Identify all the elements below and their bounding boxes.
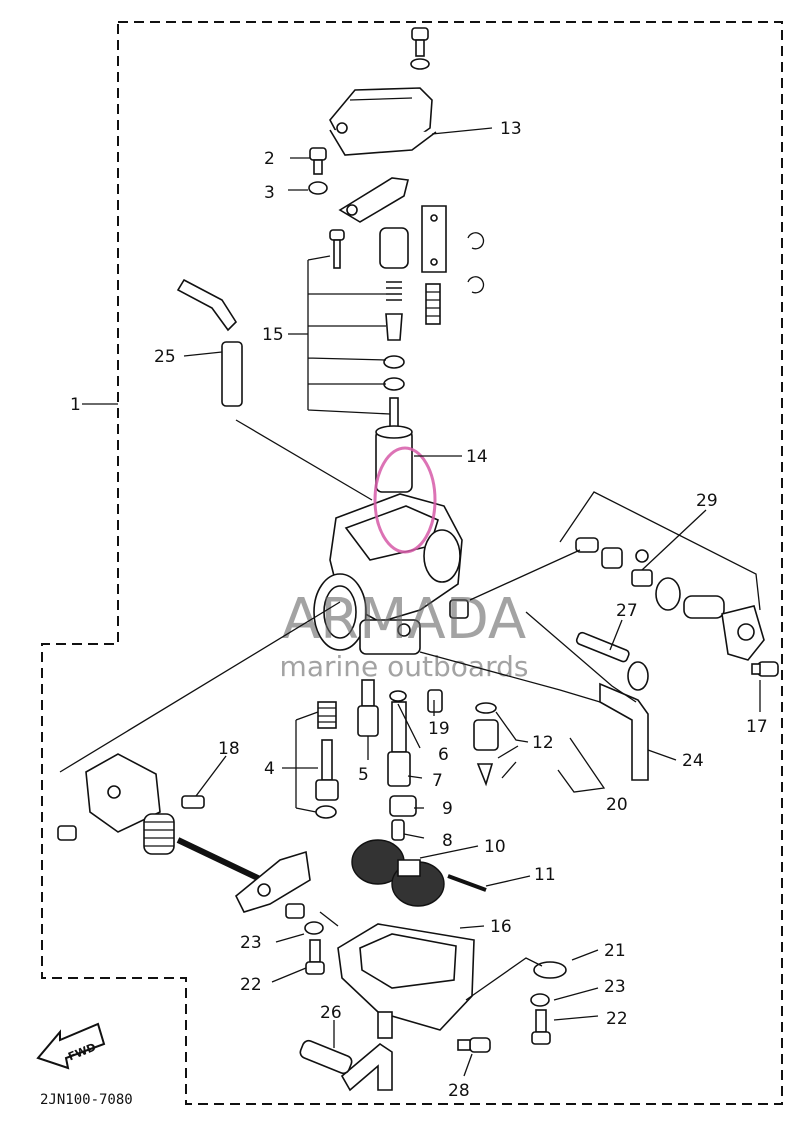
float-pin [447, 874, 487, 892]
pilot-screw-set [559, 491, 765, 661]
washer-3 [308, 181, 328, 195]
watermark-tagline: marine outboards [280, 650, 529, 683]
callout-7: 7 [432, 771, 443, 791]
hose-26 [299, 1039, 353, 1075]
callout-29: 29 [696, 491, 718, 511]
screw-28 [457, 1037, 491, 1053]
callout-2: 2 [264, 149, 275, 169]
callout-17: 17 [746, 717, 768, 737]
callout-4: 4 [264, 759, 275, 779]
spacer-23a [285, 903, 305, 919]
hose-25 [176, 278, 243, 407]
callout-23b: 23 [604, 977, 626, 997]
watermark-brand: ARMADA [282, 587, 526, 652]
callout-8: 8 [442, 831, 453, 851]
callout-26: 26 [320, 1003, 342, 1023]
callout-10: 10 [484, 837, 506, 857]
callout-19: 19 [428, 719, 450, 739]
callout-27: 27 [616, 601, 638, 621]
callout-22b: 22 [606, 1009, 628, 1029]
leader-lines [59, 127, 761, 1077]
screw-22a [305, 939, 325, 975]
callout-11: 11 [534, 865, 556, 885]
top-screw [410, 27, 430, 70]
callout-20: 20 [606, 795, 628, 815]
callout-13: 13 [500, 119, 522, 139]
callout-22a: 22 [240, 975, 262, 995]
drain-pipe-24 [599, 682, 649, 781]
float-bowl [337, 923, 475, 1092]
callout-23a: 23 [240, 933, 262, 953]
callout-15: 15 [262, 325, 284, 345]
float [351, 839, 445, 907]
callout-5: 5 [358, 765, 369, 785]
fwd-arrow: FWD [36, 1022, 106, 1070]
throttle-shaft-assembly [57, 753, 311, 913]
callout-21: 21 [604, 941, 626, 961]
part-code: 2JN100-7080 [40, 1092, 133, 1108]
callout-28: 28 [448, 1081, 470, 1101]
callout-3: 3 [264, 183, 275, 203]
watermark: ARMADA marine outboards [280, 446, 529, 683]
needle-assembly [329, 229, 441, 433]
washer-23a [304, 921, 324, 935]
screw-22b [531, 1009, 551, 1045]
callout-18: 18 [218, 739, 240, 759]
idle-screw [575, 631, 649, 691]
callout-14: 14 [466, 447, 488, 467]
top-cover [329, 87, 437, 156]
screw-2 [309, 147, 327, 175]
callout-9: 9 [442, 799, 453, 819]
callout-1: 1 [70, 395, 81, 415]
assembly-boundary [41, 21, 783, 1105]
carburetor-body [313, 493, 469, 655]
callout-24: 24 [682, 751, 704, 771]
callout-6: 6 [438, 745, 449, 765]
callout-12: 12 [532, 733, 554, 753]
throttle-piston [375, 425, 413, 493]
screw-17 [751, 661, 779, 677]
callout-25: 25 [154, 347, 176, 367]
callout-16: 16 [490, 917, 512, 937]
washer-23b [530, 993, 550, 1007]
callout-numbers: 1 2 3 4 5 6 7 8 9 10 11 12 13 14 15 16 1… [70, 119, 768, 1101]
main-jet-set [315, 679, 499, 841]
throttle-linkage-upper [338, 177, 485, 294]
